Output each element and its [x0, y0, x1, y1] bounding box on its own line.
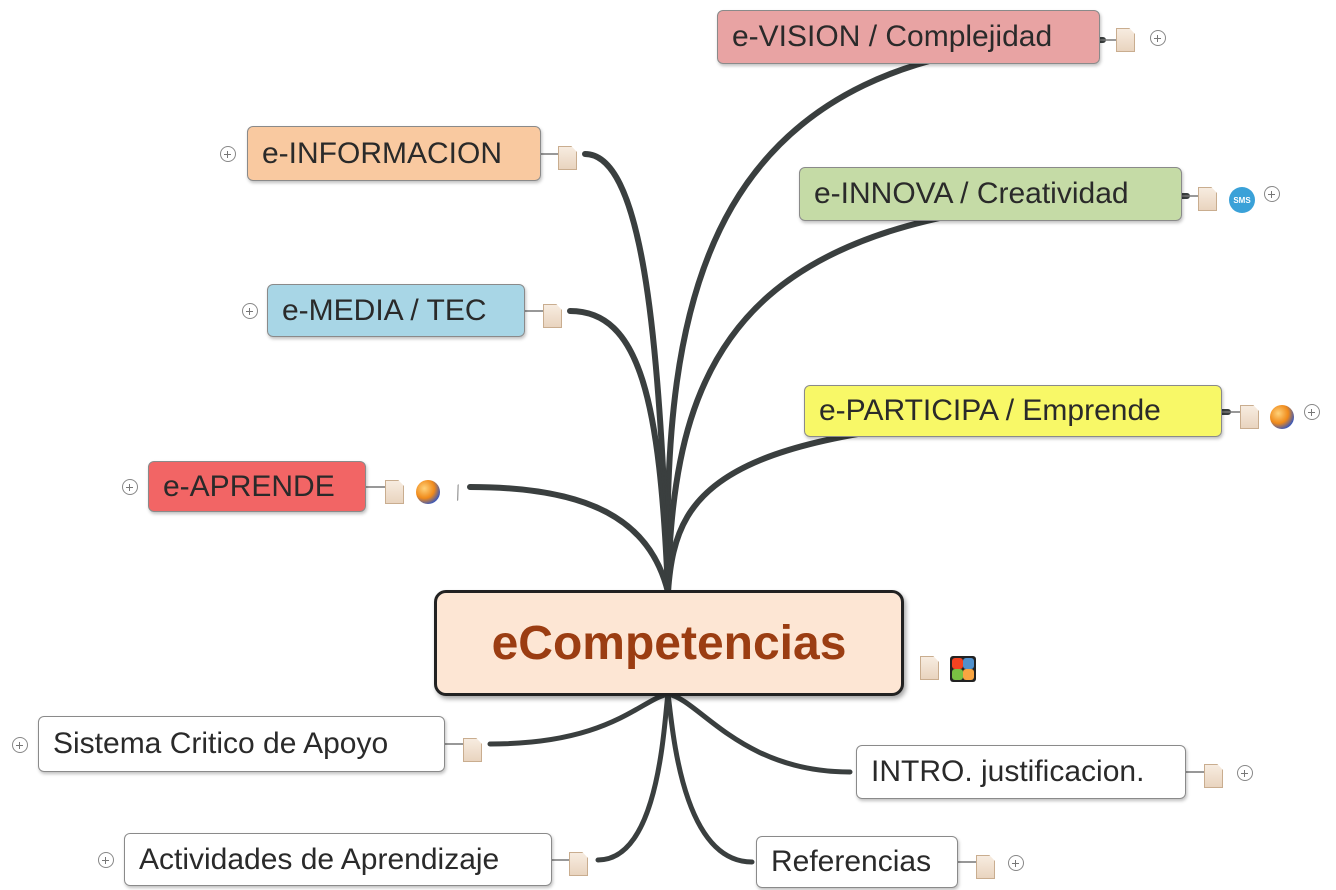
topic-label: e-MEDIA / TEC: [282, 293, 487, 327]
topic-referencias[interactable]: Referencias: [756, 836, 958, 888]
topic-e-vision[interactable]: e-VISION / Complejidad: [717, 10, 1100, 64]
note-icon[interactable]: [1240, 405, 1259, 429]
note-icon[interactable]: [920, 656, 939, 680]
expand-toggle-icon[interactable]: [12, 737, 28, 753]
topic-label: Actividades de Aprendizaje: [139, 842, 500, 876]
note-icon[interactable]: [558, 146, 577, 170]
central-topic[interactable]: eCompetencias: [434, 590, 904, 696]
topic-label: e-VISION / Complejidad: [732, 20, 1053, 53]
central-topic-label: eCompetencias: [491, 616, 847, 670]
note-icon[interactable]: [569, 852, 588, 876]
note-icon[interactable]: [385, 480, 404, 504]
topic-sistema-critico-de-apoyo[interactable]: Sistema Critico de Apoyo: [38, 716, 445, 772]
topic-e-informacion[interactable]: e-INFORMACION: [247, 126, 541, 181]
connector-sistema-tip: [488, 692, 670, 746]
topic-label: e-INNOVA / Creatividad: [814, 177, 1129, 210]
expand-toggle-icon[interactable]: [1008, 855, 1024, 871]
connector-actividades-tip: [596, 692, 670, 862]
connector-aprende: [467, 484, 671, 595]
topic-e-participa[interactable]: e-PARTICIPA / Emprende: [804, 385, 1222, 437]
expand-toggle-icon[interactable]: [1237, 765, 1253, 781]
note-icon[interactable]: [1198, 187, 1217, 211]
topic-actividades-de-aprendizaje[interactable]: Actividades de Aprendizaje: [124, 833, 552, 886]
note-icon[interactable]: [976, 855, 995, 879]
topic-label: Referencias: [771, 845, 932, 878]
connector-intro-tip: [666, 692, 852, 774]
topic-label: Sistema Critico de Apoyo: [53, 727, 389, 760]
topic-label: INTRO. justificacion.: [871, 755, 1145, 788]
topic-e-innova[interactable]: e-INNOVA / Creatividad: [799, 167, 1182, 221]
connector-intro: [665, 691, 853, 775]
joomla-icon[interactable]: [950, 656, 976, 682]
topic-label: e-INFORMACION: [262, 136, 502, 170]
expand-toggle-icon[interactable]: [1304, 404, 1320, 420]
globe-icon[interactable]: [416, 480, 440, 504]
expand-toggle-icon[interactable]: [122, 479, 138, 495]
connector-vision: [664, 37, 1106, 595]
expand-toggle-icon[interactable]: [242, 303, 258, 319]
note-icon[interactable]: [1204, 764, 1223, 788]
topic-label: e-PARTICIPA / Emprende: [819, 394, 1161, 427]
topic-label: e-APRENDE: [163, 469, 335, 503]
globe-icon[interactable]: [1270, 405, 1294, 429]
connector-sistema: [487, 691, 671, 747]
expand-toggle-icon[interactable]: [98, 852, 114, 868]
expand-toggle-icon[interactable]: [220, 146, 236, 162]
note-icon[interactable]: [543, 304, 562, 328]
connector-media-tip: [568, 309, 670, 594]
expand-toggle-icon[interactable]: [1264, 186, 1280, 202]
connector-vision-tip: [666, 38, 1105, 594]
connector-participa-tip: [666, 410, 1230, 594]
connector-participa: [665, 409, 1231, 595]
connector-aprende-tip: [468, 485, 670, 594]
topic-intro-justificacion[interactable]: INTRO. justificacion.: [856, 745, 1186, 799]
topic-e-media[interactable]: e-MEDIA / TEC: [267, 284, 525, 337]
badge-icon[interactable]: SMS: [1229, 187, 1255, 213]
note-icon[interactable]: [1116, 28, 1135, 52]
connector-referencias-tip: [666, 692, 754, 864]
topic-e-aprende[interactable]: e-APRENDE: [148, 461, 366, 512]
note-icon[interactable]: [463, 738, 482, 762]
expand-toggle-icon[interactable]: [1150, 30, 1166, 46]
